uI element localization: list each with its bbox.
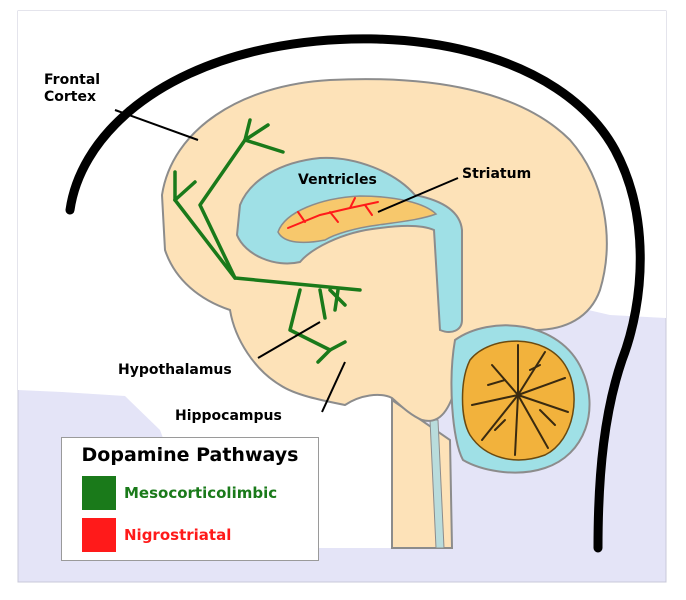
frontal-cortex-label: Frontal Cortex	[44, 72, 100, 106]
cerebellum-folia	[471, 344, 569, 456]
mesocorticolimbic-legend-label: Mesocorticolimbic	[124, 484, 278, 502]
label-pointers	[114, 109, 459, 413]
hippocampus-label: Hippocampus	[175, 408, 282, 424]
pointer-striatum	[377, 177, 459, 213]
nigrostriatal-swatch	[82, 518, 116, 552]
hypothalamus-label: Hypothalamus	[118, 362, 232, 378]
nigrostriatal-pathway	[287, 197, 379, 229]
pointer-hypothalamus	[257, 321, 321, 359]
frontal-cortex-label-line-1: Frontal	[44, 72, 101, 88]
pointer-hippocampus	[321, 361, 346, 413]
striatum-label: Striatum	[462, 166, 532, 182]
mesocorticolimbic-pathway	[173, 118, 362, 364]
striatum	[277, 195, 438, 244]
nigrostriatal-legend-label: Nigrostriatal	[124, 526, 232, 544]
ventricles-label: Ventricles	[298, 172, 377, 188]
legend: Dopamine Pathways Mesocorticolimbic Nigr…	[61, 437, 319, 561]
frontal-cortex-label-line-2: Cortex	[44, 89, 97, 105]
head-outline	[65, 34, 645, 553]
pointer-frontal-cortex	[114, 109, 199, 141]
legend-title: Dopamine Pathways	[81, 444, 299, 466]
mesocorticolimbic-swatch	[82, 476, 116, 510]
